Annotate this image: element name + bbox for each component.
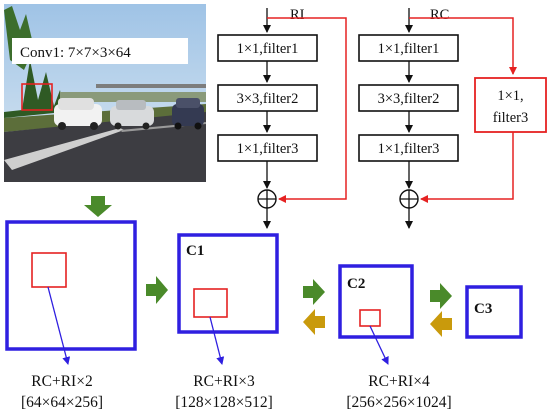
stage-c1-map	[177, 233, 279, 334]
ri-conv3-box	[217, 134, 318, 162]
caption-2-line2: [256×256×1024]	[346, 394, 451, 411]
ri-identity-shortcut	[267, 17, 347, 203]
caption-2-line1: RC+RI×4	[368, 373, 430, 390]
photo-label-bg	[12, 38, 188, 64]
rc-conv3-box	[358, 134, 459, 162]
photo-label: Conv1: 7×7×3×64	[20, 45, 131, 61]
ri-conv1-label: 1×1,filter1	[237, 41, 299, 57]
down-arrow	[84, 196, 112, 217]
input-photo: Conv1: 7×7×3×64	[4, 4, 206, 182]
caption-2: RC+RI×4 [256×256×1024]	[346, 373, 451, 411]
stage-c3: C3	[465, 285, 523, 339]
rc-conv2-box	[358, 84, 459, 112]
left-arrow-3	[430, 311, 452, 337]
stage-c1: C1	[177, 233, 279, 365]
caption-1-line2: [128×128×512]	[175, 394, 273, 411]
rc-sum-node	[399, 189, 419, 209]
rc-conv2-label: 3×3,filter2	[378, 91, 440, 107]
rc-shortcut-out	[420, 132, 514, 203]
caption-0-line2: [64×64×256]	[21, 394, 103, 411]
stage-c2: C2	[338, 264, 414, 365]
rc-conv1-label: 1×1,filter1	[378, 41, 440, 57]
caption-0-line1: RC+RI×2	[31, 373, 92, 390]
stage-0	[5, 220, 137, 365]
stage-c2-label: C2	[347, 276, 365, 292]
stage-c1-pointer	[209, 316, 225, 365]
stage-0-map	[5, 220, 137, 351]
caption-1-line1: RC+RI×3	[193, 373, 255, 390]
caption-0: RC+RI×2 [64×64×256]	[21, 373, 103, 411]
stage-c1-label: C1	[186, 243, 204, 259]
left-arrow-2	[303, 309, 325, 335]
car-2	[110, 106, 154, 126]
stage-c3-map	[465, 285, 523, 339]
caption-1: RC+RI×3 [128×128×512]	[175, 373, 273, 411]
rc-conv3-label: 1×1,filter3	[378, 141, 440, 157]
rc-shortcut-label-1: 1×1,	[497, 88, 523, 104]
ri-title: RI	[290, 7, 305, 23]
rc-conv1-box	[358, 34, 459, 62]
ri-conv2-label: 3×3,filter2	[237, 91, 299, 107]
car-3	[172, 104, 204, 126]
stage-0-receptive-box	[31, 252, 67, 288]
stage-c2-pointer	[369, 325, 389, 365]
rc-shortcut-in	[409, 17, 517, 75]
right-arrow-3	[430, 283, 452, 309]
ri-block: RI 1×1,filter1 3×3,filter2 1×1,filter3	[217, 7, 347, 229]
stage-c3-label: C3	[474, 301, 492, 317]
stage-c2-map	[338, 264, 414, 339]
rc-block: RC 1×1,filter1 3×3,filter2 1×1,filter3 1…	[358, 7, 547, 229]
rc-shortcut-label-2: filter3	[493, 110, 528, 126]
right-arrow-2	[303, 279, 325, 305]
ri-conv1-box	[217, 34, 318, 62]
rc-shortcut-conv-box	[474, 77, 547, 133]
receptive-field-box	[21, 83, 53, 111]
right-arrow-1	[146, 276, 168, 304]
ri-conv3-label: 1×1,filter3	[237, 141, 299, 157]
stage-0-pointer	[47, 286, 71, 365]
rc-title: RC	[430, 7, 449, 23]
ri-sum-node	[257, 189, 277, 209]
